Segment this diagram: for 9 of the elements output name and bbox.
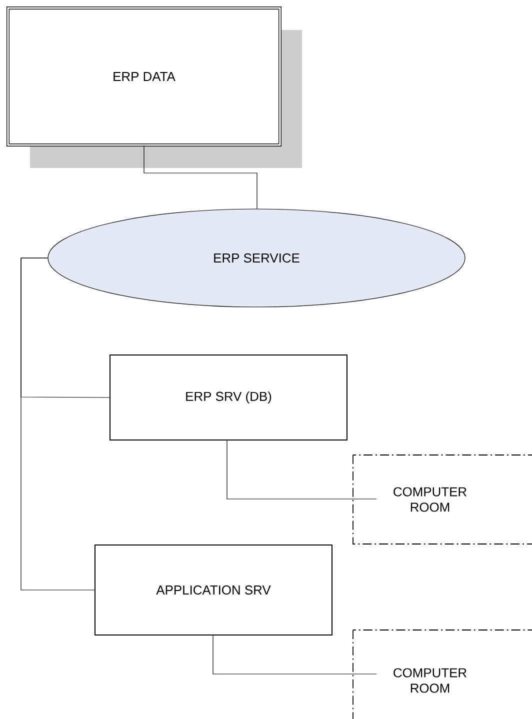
connector-line [212,635,377,674]
connector-line [20,258,95,590]
connector-line [144,145,258,209]
data-box: ERP DATA [6,6,302,168]
connector-line [226,440,377,500]
server-box: ERP SRV (DB) [110,354,348,440]
room-box: COMPUTER ROOM [352,630,532,719]
server-box: APPLICATION SRV [94,544,332,636]
room-box: COMPUTER ROOM [352,454,532,544]
